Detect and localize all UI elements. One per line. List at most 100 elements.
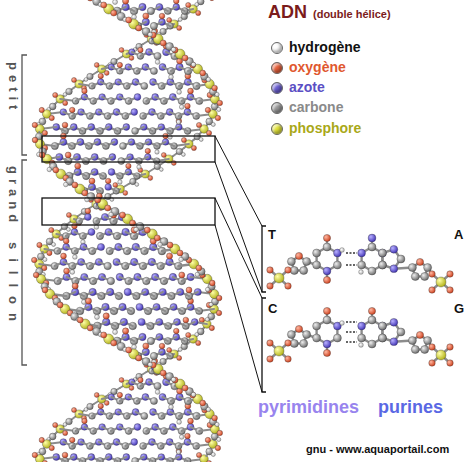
atom <box>186 2 191 7</box>
atom <box>378 249 386 257</box>
atom <box>124 288 131 295</box>
atom <box>49 227 54 232</box>
atom <box>39 107 44 112</box>
atom <box>148 32 153 37</box>
atom <box>155 60 160 65</box>
atom <box>368 267 376 275</box>
atom <box>123 191 128 196</box>
atom <box>436 350 446 360</box>
atom <box>177 420 182 425</box>
atom <box>32 122 37 127</box>
atom <box>378 249 386 257</box>
atom <box>98 73 103 78</box>
atom <box>195 272 199 276</box>
atom <box>323 243 331 251</box>
atom <box>109 212 114 217</box>
atom <box>300 266 308 274</box>
hydrogen-bond <box>346 341 357 343</box>
atom <box>200 400 206 406</box>
atom <box>72 182 78 188</box>
atom <box>138 318 145 325</box>
atom <box>303 258 311 266</box>
atom <box>71 407 76 412</box>
atom <box>411 272 419 280</box>
atom <box>267 267 273 273</box>
atom <box>147 7 154 14</box>
atom <box>340 248 345 253</box>
atom <box>134 424 141 431</box>
atom <box>82 190 88 196</box>
legend-text: azote <box>289 79 325 95</box>
atom <box>182 55 188 61</box>
atom <box>196 452 201 457</box>
atom <box>287 331 295 339</box>
atom <box>205 317 209 321</box>
atom <box>421 345 429 353</box>
groove-bracket <box>22 160 27 365</box>
atom <box>39 437 44 442</box>
subtitle: (double hélice) <box>313 8 391 21</box>
atom <box>408 264 416 272</box>
atom <box>159 168 163 172</box>
atom <box>217 107 221 111</box>
atom <box>131 109 138 116</box>
legend-text: phosphore <box>289 120 361 136</box>
atom <box>136 303 143 310</box>
atom <box>104 262 111 269</box>
bond <box>177 348 182 352</box>
atom <box>63 182 68 187</box>
atom <box>447 271 453 277</box>
atom <box>154 235 160 241</box>
atom <box>62 452 68 458</box>
base-letter: C <box>268 302 277 317</box>
atom <box>173 0 179 4</box>
atom <box>447 287 453 293</box>
atom <box>313 322 321 330</box>
atom <box>215 92 219 96</box>
atom <box>178 348 182 352</box>
atom <box>200 70 206 76</box>
atom <box>179 257 184 262</box>
atom <box>290 266 298 274</box>
atom <box>177 90 182 95</box>
atom <box>196 122 201 127</box>
atom <box>72 223 78 229</box>
legend-swatch <box>271 62 283 74</box>
atom <box>71 77 76 82</box>
atom <box>416 258 423 265</box>
atom <box>88 229 95 236</box>
atom <box>217 430 223 436</box>
atom <box>447 360 453 366</box>
atom <box>390 338 398 346</box>
atom <box>117 62 122 67</box>
atom <box>290 339 298 347</box>
atom <box>333 261 341 269</box>
atom <box>122 328 128 334</box>
atom <box>95 315 100 320</box>
atom <box>285 356 291 362</box>
atom <box>295 325 302 332</box>
atom <box>63 238 69 244</box>
atom <box>274 273 284 283</box>
atom <box>323 267 331 275</box>
atom <box>424 264 432 272</box>
atom <box>132 345 137 350</box>
atom <box>323 316 331 324</box>
legend-text: hydrogène <box>289 39 361 55</box>
atom <box>69 107 75 113</box>
base-pair-detail <box>267 234 453 366</box>
atom <box>397 255 405 263</box>
atom <box>171 161 176 166</box>
atom <box>150 352 157 359</box>
atom <box>31 257 36 262</box>
atom <box>32 137 38 143</box>
atom <box>397 328 405 336</box>
atom <box>160 370 166 376</box>
atom <box>424 337 432 345</box>
hydrogen-bond <box>346 331 357 333</box>
atom <box>186 332 191 337</box>
atom <box>323 234 330 241</box>
atom <box>166 253 172 259</box>
atom <box>144 227 150 233</box>
atom <box>390 318 398 326</box>
